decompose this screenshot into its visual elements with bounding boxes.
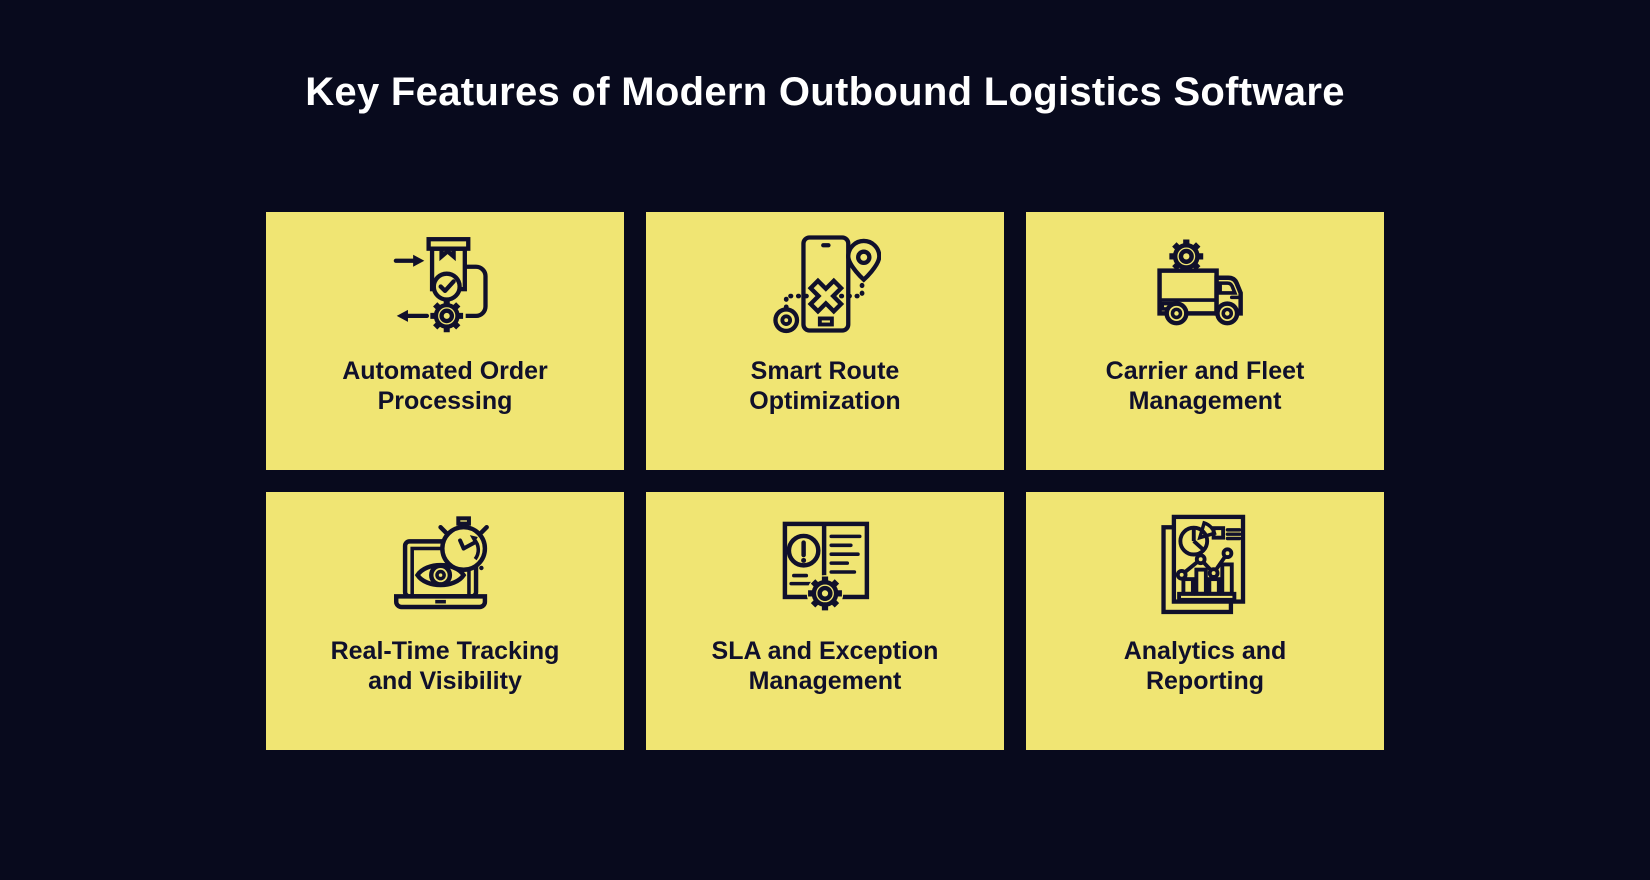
- feature-card-label: Automated Order Processing: [342, 357, 548, 415]
- tracking-visibility-icon: [387, 508, 503, 620]
- feature-card-label: SLA and Exception Management: [711, 637, 939, 695]
- feature-card-label: Real-Time Tracking and Visibility: [330, 637, 560, 695]
- feature-card-automated-order-processing: Automated Order Processing: [266, 212, 624, 470]
- sla-exception-icon: [767, 508, 883, 620]
- feature-card-analytics-reporting: Analytics and Reporting: [1026, 492, 1384, 750]
- feature-card-label: Carrier and Fleet Management: [1105, 357, 1305, 415]
- feature-card-smart-route-optimization: Smart Route Optimization: [646, 212, 1004, 470]
- truck-gear-icon: [1147, 228, 1263, 340]
- feature-card-label: Smart Route Optimization: [749, 357, 901, 415]
- order-processing-icon: [389, 228, 501, 340]
- route-optimization-icon: [769, 228, 881, 340]
- feature-card-carrier-fleet-management: Carrier and Fleet Management: [1026, 212, 1384, 470]
- feature-card-realtime-tracking-visibility: Real-Time Tracking and Visibility: [266, 492, 624, 750]
- analytics-reporting-icon: [1153, 508, 1257, 620]
- feature-card-sla-exception-management: SLA and Exception Management: [646, 492, 1004, 750]
- feature-card-label: Analytics and Reporting: [1123, 637, 1287, 695]
- page-title: Key Features of Modern Outbound Logistic…: [305, 70, 1345, 114]
- features-grid: Automated Order Processing: [266, 212, 1384, 750]
